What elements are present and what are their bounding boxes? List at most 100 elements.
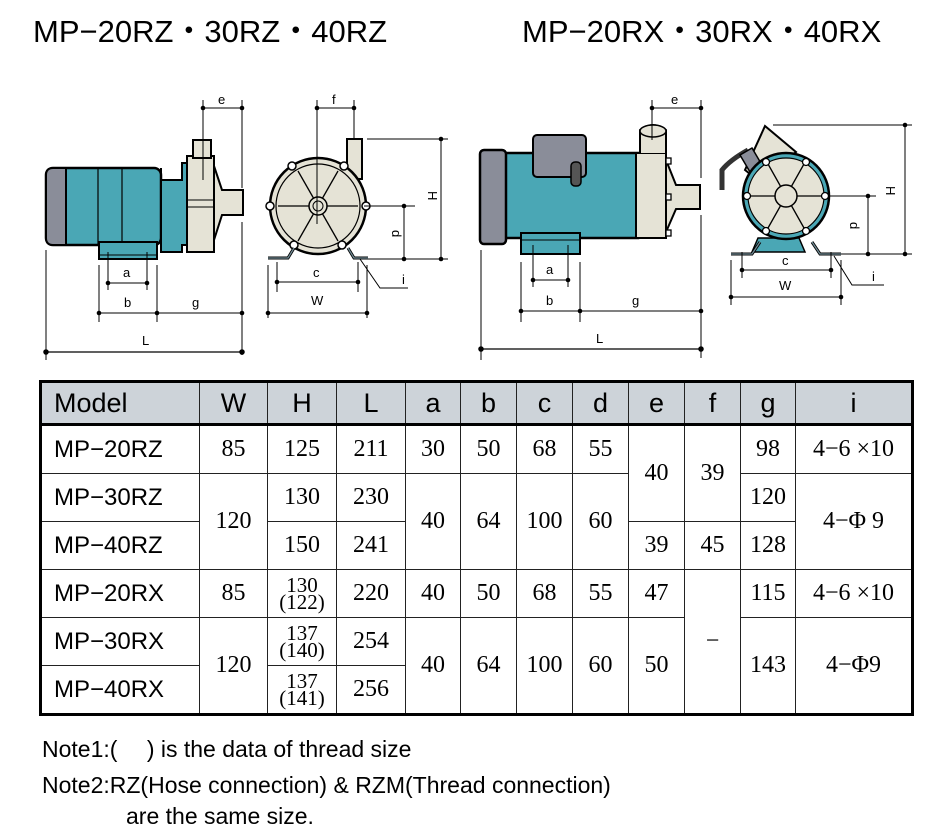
header-c: c [516, 381, 573, 425]
header-b: b [460, 381, 517, 425]
cell-b: 64 [460, 617, 517, 715]
cell-c: 100 [516, 473, 573, 570]
rz-front-view: f H d c W i [265, 92, 448, 318]
header-L: L [336, 381, 406, 425]
note-2: Note2:RZ(Hose connection) & RZM(Thread c… [42, 772, 611, 798]
dim-label-i: i [872, 269, 875, 284]
rx-pump-head [635, 152, 667, 239]
cell-L: 254 [336, 617, 406, 666]
cell-e: 50 [628, 617, 685, 715]
cell-b: 64 [460, 473, 517, 570]
rx-side-view: e a b g L [478, 92, 704, 360]
rx-motor-endcap [478, 148, 508, 246]
dim-label-L: L [596, 331, 603, 346]
header-H: H [267, 381, 337, 425]
cell-g: 115 [740, 569, 796, 618]
dim-label-H: H [425, 191, 440, 200]
cell-g: 143 [740, 617, 796, 715]
header-a: a [405, 381, 461, 425]
rz-side-view: e a b g L [43, 92, 245, 360]
note-2-continuation: are the same size. [126, 803, 314, 829]
cell-f: − [684, 569, 741, 715]
dim-label-a: a [546, 262, 554, 277]
dim-label-g: g [192, 295, 199, 310]
cell-H-hose: 137 [286, 620, 318, 645]
rz-outlet [192, 139, 212, 159]
cell-d: 55 [572, 569, 629, 618]
cell-W: 120 [199, 473, 268, 570]
cell-e: 39 [628, 521, 685, 570]
cell-H-hose: 137 [286, 668, 318, 693]
cell-L: 256 [336, 665, 406, 715]
cell-H-thread: (122) [279, 589, 325, 614]
rx-cable [570, 161, 582, 187]
header-d: d [572, 381, 629, 425]
dim-label-W: W [311, 293, 324, 308]
cell-H: 130(122) [267, 569, 337, 618]
dim-label-c: c [782, 253, 789, 268]
dim-label-f: f [332, 92, 336, 107]
table-row: MP−40RZ 150 241 39 45 128 [40, 521, 913, 570]
cell-model: MP−30RX [40, 617, 200, 666]
cell-b: 50 [460, 569, 517, 618]
dim-label-L: L [142, 333, 149, 348]
cell-W: 120 [199, 617, 268, 715]
cell-model: MP−40RX [40, 665, 200, 715]
cell-H: 150 [267, 521, 337, 570]
cell-i: 4−6 ×10 [795, 424, 913, 474]
cell-a: 30 [405, 424, 461, 474]
cell-g: 98 [740, 424, 796, 474]
cell-d: 60 [572, 617, 629, 715]
rx-front-view: H d c W i [719, 122, 912, 305]
title-rx-series: MP−20RX・30RX・40RX [522, 14, 882, 49]
dim-label-d: d [847, 222, 862, 229]
header-g: g [740, 381, 796, 425]
cell-c: 68 [516, 424, 573, 474]
cell-L: 211 [336, 424, 406, 474]
dim-label-W: W [779, 278, 792, 293]
dim-label-d: d [389, 230, 404, 237]
rz-inlet [213, 165, 244, 241]
cell-e: 47 [628, 569, 685, 618]
cell-W: 85 [199, 569, 268, 618]
cell-a: 40 [405, 569, 461, 618]
cell-d: 55 [572, 424, 629, 474]
header-i: i [795, 381, 913, 425]
cell-c: 100 [516, 617, 573, 715]
table-row: MP−20RZ 85 125 211 30 50 68 55 40 39 98 … [40, 424, 913, 522]
cell-H: 125 [267, 424, 337, 474]
note-1: Note1:( ) is the data of thread size [42, 736, 412, 762]
dim-label-e: e [218, 92, 225, 107]
cell-e: 40 [628, 424, 685, 522]
rz-motor-endcap [45, 167, 67, 246]
cell-H-thread: (141) [279, 685, 325, 710]
cell-model: MP−30RZ [40, 473, 200, 522]
cell-H-thread: (140) [279, 637, 325, 662]
cell-L: 230 [336, 473, 406, 522]
cell-c: 68 [516, 569, 573, 618]
cell-model: MP−40RZ [40, 521, 200, 570]
table-row: MP−30RZ 120 130 230 40 64 100 60 120 4−Φ… [40, 473, 913, 570]
cell-f: 39 [684, 424, 741, 522]
cell-d: 60 [572, 473, 629, 570]
dim-label-i: i [402, 272, 405, 287]
pump-dimension-diagrams: e a b g L [43, 92, 912, 360]
dim-label-b: b [546, 293, 553, 308]
dim-label-H: H [883, 186, 898, 195]
table-header-row: Model W H L a b c d e f g i [40, 381, 913, 425]
header-model: Model [40, 381, 200, 425]
table-row: MP−30RX 120 137(140) 254 40 64 100 60 50… [40, 617, 913, 715]
dim-label-c: c [313, 265, 320, 280]
cell-i: 4−Φ 9 [795, 473, 913, 570]
cell-model: MP−20RZ [40, 424, 200, 474]
cell-model: MP−20RX [40, 569, 200, 618]
cell-H-hose: 130 [286, 572, 318, 597]
dim-label-e: e [671, 92, 678, 107]
header-W: W [199, 381, 268, 425]
cell-g: 120 [740, 473, 796, 522]
table-row: MP−20RX 85 130(122) 220 40 50 68 55 47 −… [40, 569, 913, 715]
dim-label-g: g [632, 293, 639, 308]
title-rz-series: MP−20RZ・30RZ・40RZ [33, 14, 388, 49]
dimension-table: Model W H L a b c d e f g i MP−20RZ 85 1… [39, 380, 914, 716]
cell-H: 130 [267, 473, 337, 522]
